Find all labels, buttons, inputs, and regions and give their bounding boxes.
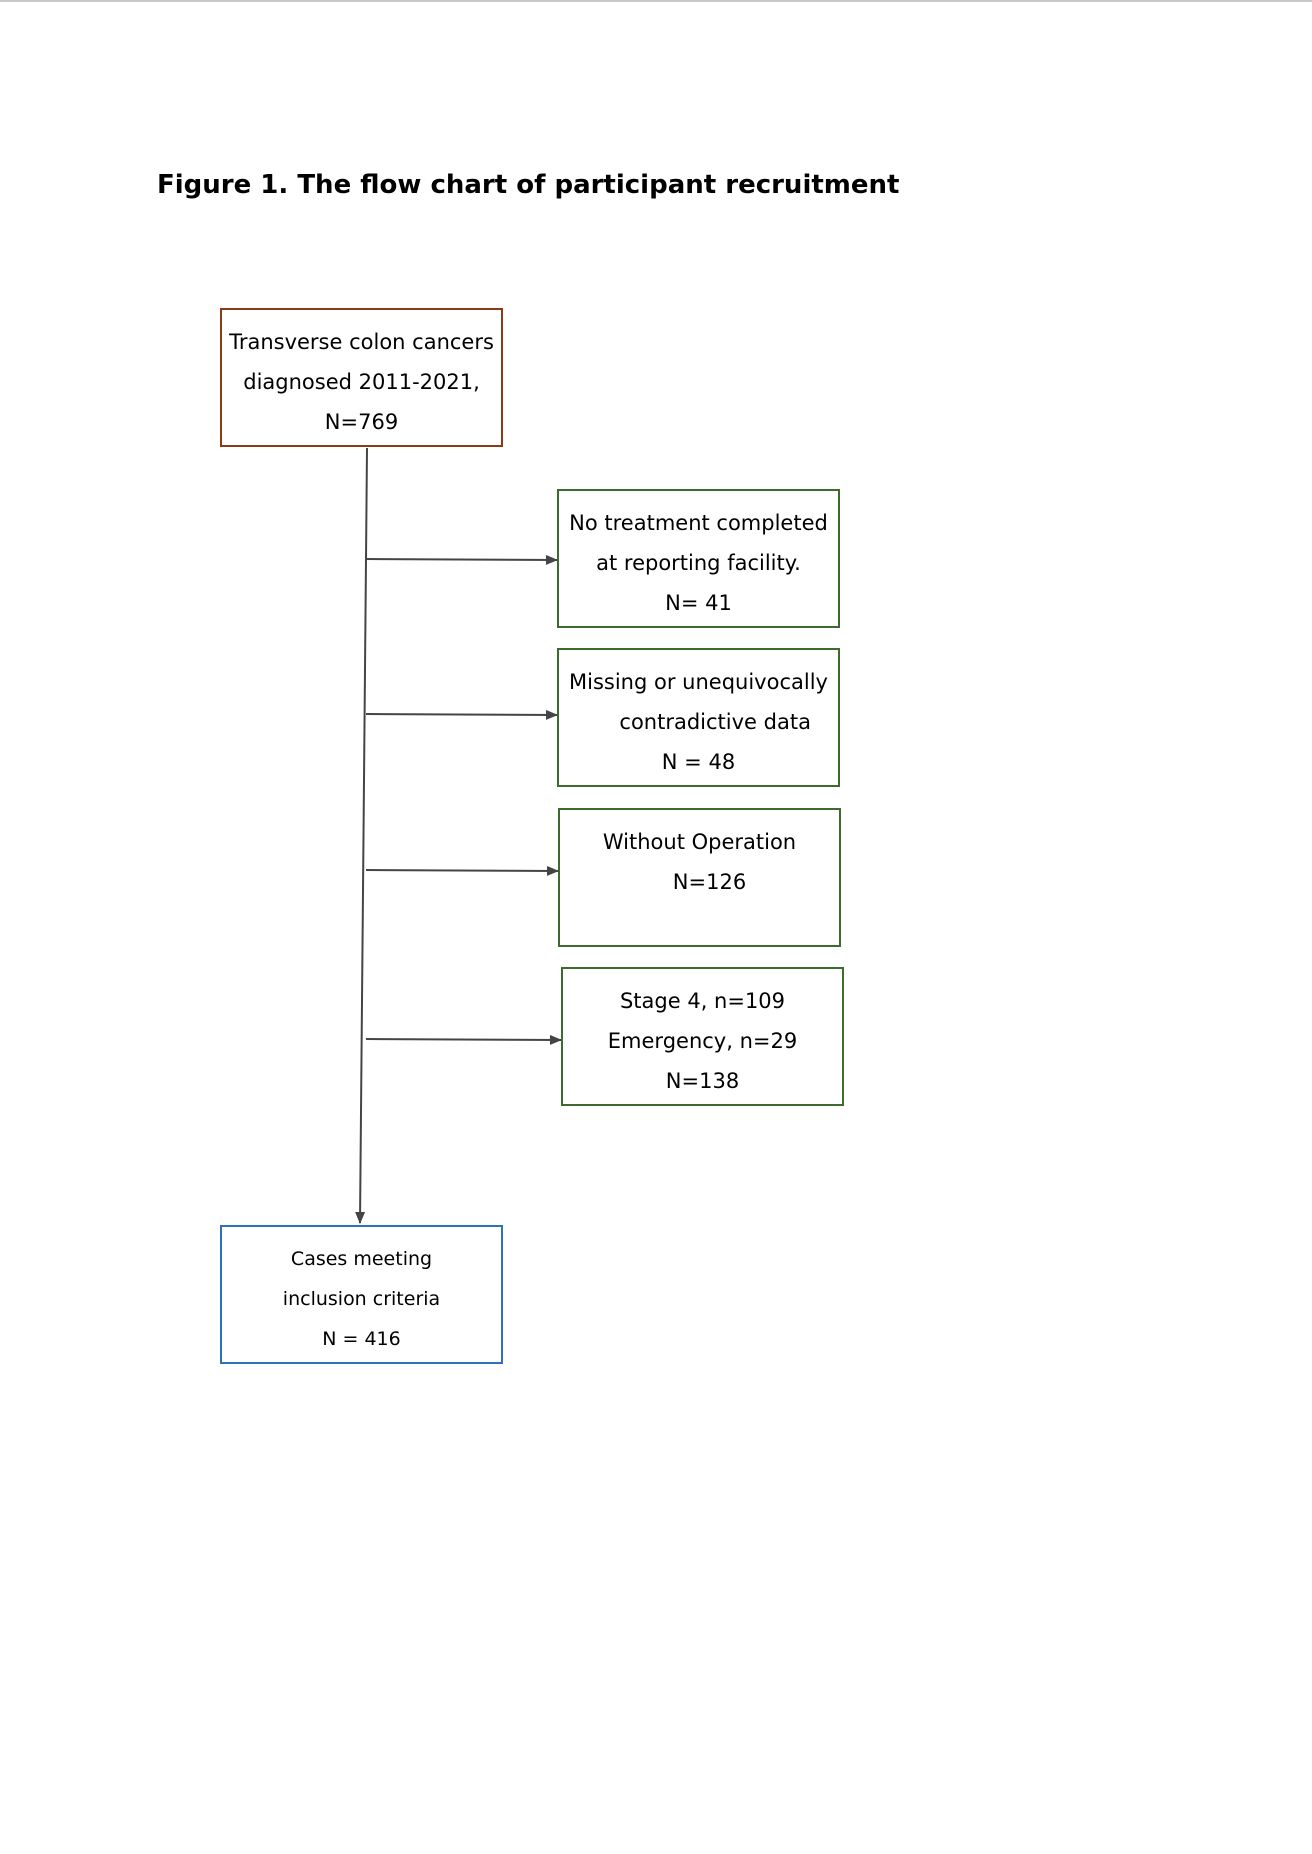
box-text-line: Emergency, n=29 <box>607 1029 798 1053</box>
page-top-rule <box>0 0 1312 2</box>
exclusion-box-missing-data: Missing or unequivocally contradictive d… <box>557 648 840 787</box>
box-text-line: inclusion criteria <box>282 1288 441 1310</box>
exclusion-arrow-3 <box>365 865 559 876</box>
box-text-line: N= 41 <box>665 591 732 615</box>
exclusion-arrow-4 <box>365 1034 562 1045</box>
exclusion-box-no-treatment: No treatment completed at reporting faci… <box>557 489 840 628</box>
exclusion-box-stage4-emergency: Stage 4, n=109 Emergency, n=29 N=138 <box>561 967 844 1106</box>
box-text-line: at reporting facility. <box>596 551 801 575</box>
box-text-line: N=138 <box>665 1069 740 1093</box>
box-text-line: Cases meeting <box>290 1248 433 1270</box>
exclusion-arrow-2 <box>365 709 558 720</box>
box-text-line: Missing or unequivocally <box>569 670 828 694</box>
box-text-line: N = 48 <box>661 750 736 774</box>
box-text-line: Transverse colon cancers <box>229 330 494 354</box>
box-text-line: diagnosed 2011-2021, <box>243 370 480 394</box>
exclusion-box-without-operation: Without Operation N=126 <box>558 808 841 947</box>
figure-title: Figure 1. The flow chart of participant … <box>157 170 900 200</box>
box-text-line: N = 416 <box>322 1328 401 1350</box>
box-text-line: contradictive data <box>586 710 811 734</box>
main-flow-line <box>355 447 368 1224</box>
box-text-line: Stage 4, n=109 <box>619 989 786 1013</box>
box-text-line: N=126 <box>652 870 747 894</box>
box-text-line: Without Operation <box>602 830 797 854</box>
source-population-box: Transverse colon cancers diagnosed 2011-… <box>220 308 503 447</box>
box-text-line: No treatment completed <box>569 511 828 535</box>
box-text-line: N=769 <box>324 410 399 434</box>
inclusion-criteria-box: Cases meeting inclusion criteria N = 416 <box>220 1225 503 1364</box>
exclusion-arrow-1 <box>366 554 558 565</box>
